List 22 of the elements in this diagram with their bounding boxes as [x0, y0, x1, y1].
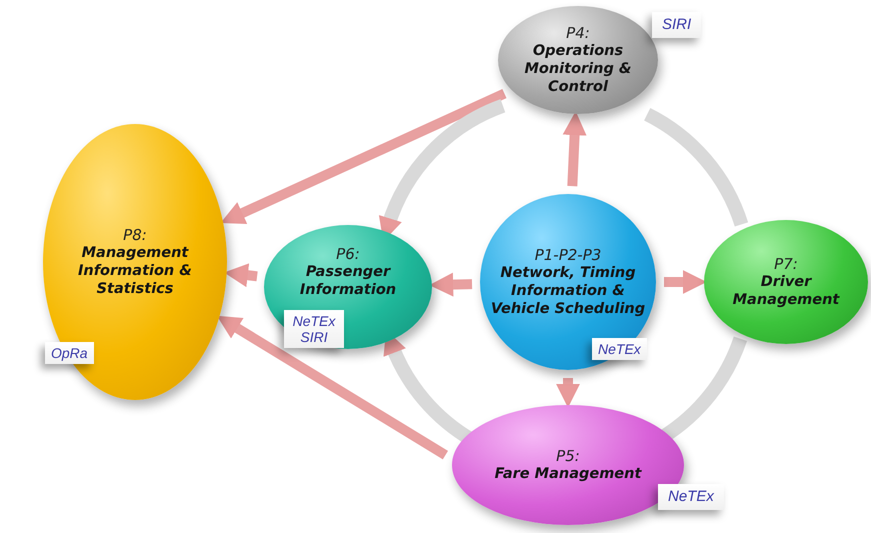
process-title: Passenger Information — [298, 262, 398, 300]
process-code: P7: — [774, 254, 798, 273]
arrow — [556, 378, 580, 408]
process-title: Operations Monitoring & Control — [523, 42, 633, 96]
process-code: P8: — [123, 226, 147, 244]
process-title: Driver Management — [732, 272, 841, 310]
process-title: Fare Management — [494, 464, 643, 484]
ring-connector — [644, 108, 748, 227]
standard-name: NeTEx — [668, 488, 714, 506]
process-code: P5: — [556, 446, 580, 465]
arrow — [216, 316, 448, 460]
process-title: Network, Timing Information & Vehicle Scheduling — [490, 264, 646, 318]
process-title: Management Information & Statistics — [77, 244, 193, 298]
arrow — [562, 111, 587, 186]
standard-tag: NeTEx SIRI — [284, 310, 344, 348]
standard-tag: NeTEx — [592, 338, 647, 360]
process-code: P1-P2-P3 — [534, 246, 602, 264]
process-code: P6: — [336, 244, 360, 263]
arrow — [220, 89, 506, 224]
process-code: P4: — [566, 24, 590, 42]
standard-name: SIRI — [662, 16, 692, 34]
standard-tag: OpRa — [45, 342, 94, 364]
